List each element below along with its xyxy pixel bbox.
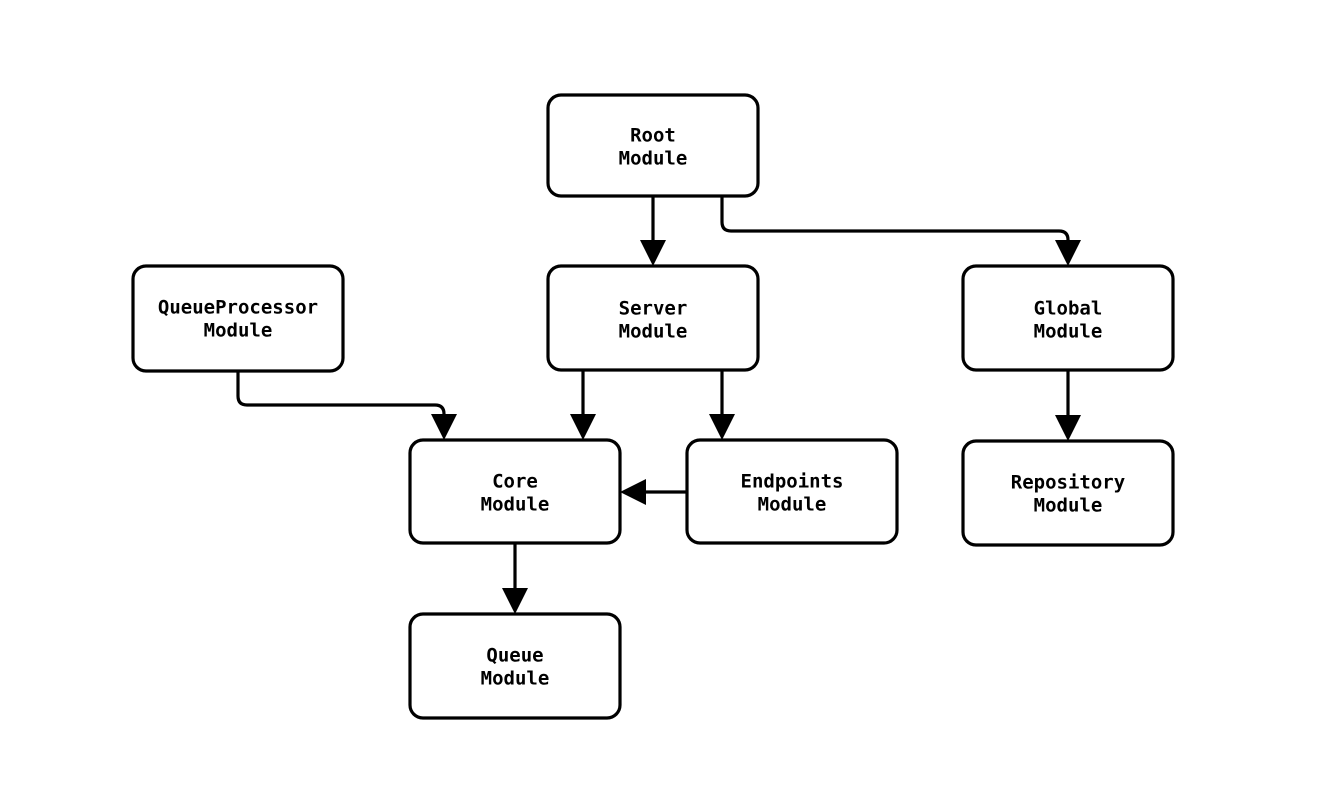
- node-queueprocessor-module-label-line1: QueueProcessor: [158, 297, 318, 319]
- node-server-module-label-line2: Module: [619, 321, 688, 343]
- edge-layer: [236, 196, 1081, 614]
- edge-server-core: [570, 370, 596, 440]
- node-server-module-label-line1: Server: [619, 298, 688, 320]
- node-core-module-label-line1: Core: [492, 471, 538, 493]
- node-root-module-label-line2: Module: [619, 148, 688, 170]
- arrowhead-queueprocessor-core: [431, 414, 457, 440]
- arrowhead-root-server: [640, 240, 666, 266]
- edge-global-repository: [1055, 370, 1081, 441]
- node-root-module-box[interactable]: [546, 93, 760, 198]
- arrowhead-global-repository: [1055, 415, 1081, 441]
- edge-endpoints-core: [620, 479, 687, 505]
- node-repository-module[interactable]: Repository Module: [961, 439, 1175, 547]
- node-global-module[interactable]: Global Module: [961, 264, 1175, 372]
- edge-root-server: [640, 196, 666, 266]
- node-core-module[interactable]: Core Module: [408, 438, 622, 545]
- node-queue-module-label-line1: Queue: [486, 645, 543, 667]
- arrowhead-root-global: [1055, 240, 1081, 266]
- node-server-module[interactable]: Server Module: [546, 264, 760, 372]
- edge-root-global: [720, 196, 1081, 266]
- edge-server-endpoints: [709, 370, 735, 440]
- node-repository-module-label-line1: Repository: [1011, 472, 1125, 494]
- node-core-module-box[interactable]: [408, 438, 622, 545]
- node-repository-module-label-line2: Module: [1034, 495, 1103, 517]
- node-root-module-label-line1: Root: [630, 125, 676, 147]
- node-core-module-label-line2: Module: [481, 494, 550, 516]
- node-endpoints-module[interactable]: Endpoints Module: [685, 438, 899, 545]
- node-repository-module-box[interactable]: [961, 439, 1175, 547]
- node-global-module-box[interactable]: [961, 264, 1175, 372]
- arrowhead-core-queue: [502, 588, 528, 614]
- edge-queueprocessor-core: [236, 371, 457, 440]
- node-queueprocessor-module[interactable]: QueueProcessor Module: [131, 264, 345, 373]
- node-server-module-box[interactable]: [546, 264, 760, 372]
- node-global-module-label-line1: Global: [1034, 298, 1103, 320]
- arrowhead-endpoints-core: [620, 479, 646, 505]
- arrowhead-server-endpoints: [709, 414, 735, 440]
- node-queue-module-label-line2: Module: [481, 668, 550, 690]
- node-queueprocessor-module-box[interactable]: [131, 264, 345, 373]
- arrowhead-server-core: [570, 414, 596, 440]
- edge-core-queue: [502, 543, 528, 614]
- node-layer: Root Module QueueProcessor Module Server…: [131, 93, 1175, 720]
- node-global-module-label-line2: Module: [1034, 321, 1103, 343]
- node-queue-module-box[interactable]: [408, 612, 622, 720]
- node-queue-module[interactable]: Queue Module: [408, 612, 622, 720]
- node-endpoints-module-label-line2: Module: [758, 494, 827, 516]
- node-endpoints-module-box[interactable]: [685, 438, 899, 545]
- node-queueprocessor-module-label-line2: Module: [204, 320, 273, 342]
- node-root-module[interactable]: Root Module: [546, 93, 760, 198]
- node-endpoints-module-label-line1: Endpoints: [741, 471, 844, 493]
